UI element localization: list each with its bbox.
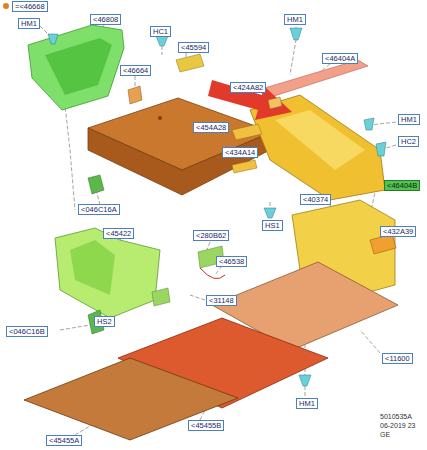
marker-dot bbox=[3, 3, 9, 9]
callout-number: <46664 bbox=[120, 65, 151, 76]
callout-number: <434A14 bbox=[222, 147, 258, 158]
drawing-note: GE bbox=[380, 431, 390, 439]
callout-number: <46808 bbox=[90, 14, 121, 25]
callout-number: <11600 bbox=[382, 353, 413, 364]
callout-number: <45422 bbox=[103, 228, 134, 239]
trim-strip bbox=[258, 60, 368, 98]
callout-number: <046C16B bbox=[6, 326, 48, 337]
callout-number: <46404A bbox=[322, 53, 358, 64]
callout-number: <45455B bbox=[188, 420, 224, 431]
callout-number: <424A82 bbox=[230, 82, 266, 93]
callout-number: <280B62 bbox=[193, 230, 229, 241]
drawing-note: 5010535A bbox=[380, 413, 412, 421]
callout-number: HM1 bbox=[18, 18, 40, 29]
callout-number: <46404B bbox=[384, 180, 420, 191]
callout-number: <454A28 bbox=[193, 122, 229, 133]
callout-number: <45455A bbox=[46, 435, 82, 446]
callout-number: HS2 bbox=[94, 316, 115, 327]
drawing-note: 06-2019 23 bbox=[380, 422, 415, 430]
callout-number: HS1 bbox=[262, 220, 283, 231]
callout-number: <40374 bbox=[300, 194, 331, 205]
trim-panel bbox=[28, 25, 124, 110]
clips bbox=[48, 28, 386, 386]
trim-panel-face bbox=[45, 38, 112, 95]
callout-number: <45594 bbox=[178, 42, 209, 53]
callout-number: <46538 bbox=[216, 256, 247, 267]
panel-face bbox=[275, 110, 365, 170]
side-trim-panel bbox=[55, 228, 160, 318]
floor-mat bbox=[24, 358, 238, 440]
callout-number: HM1 bbox=[296, 398, 318, 409]
callout-number: <31148 bbox=[206, 295, 237, 306]
callout-number: =<46668 bbox=[12, 1, 48, 12]
callout-number: <432A39 bbox=[380, 226, 416, 237]
callout-number: <046C16A bbox=[78, 204, 120, 215]
callout-number: HM1 bbox=[284, 14, 306, 25]
indicator-arrow bbox=[208, 80, 292, 120]
callout-number: HC1 bbox=[150, 26, 171, 37]
callout-number: HC2 bbox=[398, 136, 419, 147]
callout-number: HM1 bbox=[398, 114, 420, 125]
